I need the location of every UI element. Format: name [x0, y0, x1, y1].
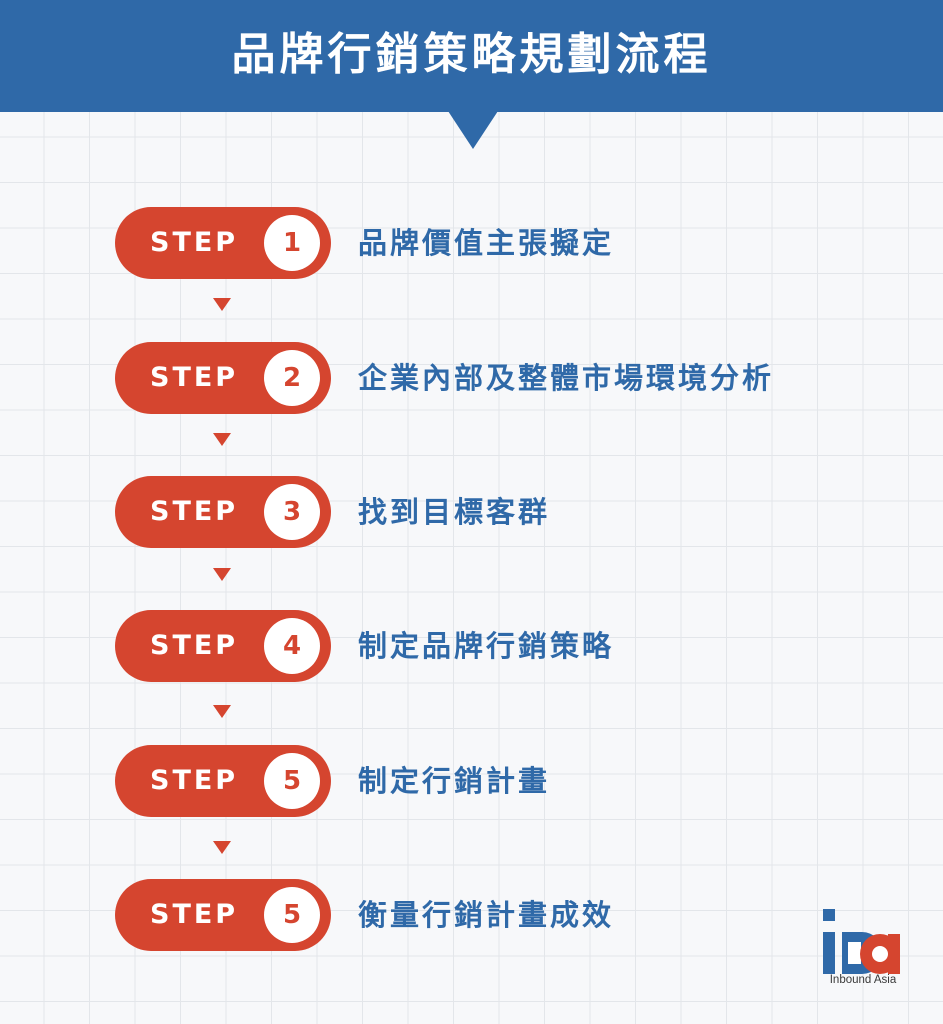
header-pointer-icon: [448, 111, 498, 149]
down-arrow-icon: [213, 705, 231, 718]
header-banner: [0, 0, 943, 112]
step-badge-label: STEP: [150, 227, 239, 258]
step-1: STEP 1 品牌價值主張擬定: [0, 207, 943, 279]
down-arrow-icon: [213, 568, 231, 581]
step-badge: STEP 1: [115, 207, 331, 279]
step-badge: STEP 2: [115, 342, 331, 414]
ida-logo-icon: [823, 909, 900, 974]
inbound-asia-logo: Inbound Asia: [818, 906, 908, 996]
page-title: 品牌行銷策略規劃流程: [231, 29, 712, 80]
step-number: 2: [264, 350, 320, 406]
step-badge: STEP 3: [115, 476, 331, 548]
step-number: 5: [264, 887, 320, 943]
step-description: 品牌價值主張擬定: [358, 226, 615, 260]
step-3: STEP 3 找到目標客群: [0, 476, 943, 548]
step-description: 制定行銷計畫: [358, 764, 551, 798]
step-badge-label: STEP: [150, 899, 239, 930]
step-description: 找到目標客群: [358, 495, 551, 529]
step-badge-label: STEP: [150, 630, 239, 661]
down-arrow-icon: [213, 433, 231, 446]
step-number: 3: [264, 484, 320, 540]
step-badge-label: STEP: [150, 496, 239, 527]
step-number: 1: [264, 215, 320, 271]
step-badge: STEP 5: [115, 879, 331, 951]
step-6: STEP 5 衡量行銷計畫成效: [0, 879, 943, 951]
step-description: 衡量行銷計畫成效: [358, 898, 615, 932]
step-number: 4: [264, 618, 320, 674]
step-4: STEP 4 制定品牌行銷策略: [0, 610, 943, 682]
step-badge: STEP 5: [115, 745, 331, 817]
step-badge-label: STEP: [150, 765, 239, 796]
down-arrow-icon: [213, 841, 231, 854]
step-5: STEP 5 制定行銷計畫: [0, 745, 943, 817]
logo-text: Inbound Asia: [829, 974, 897, 986]
step-badge: STEP 4: [115, 610, 331, 682]
step-2: STEP 2 企業內部及整體市場環境分析: [0, 342, 943, 414]
step-badge-label: STEP: [150, 362, 239, 393]
step-description: 企業內部及整體市場環境分析: [358, 361, 775, 395]
down-arrow-icon: [213, 298, 231, 311]
step-description: 制定品牌行銷策略: [358, 629, 615, 663]
step-number: 5: [264, 753, 320, 809]
